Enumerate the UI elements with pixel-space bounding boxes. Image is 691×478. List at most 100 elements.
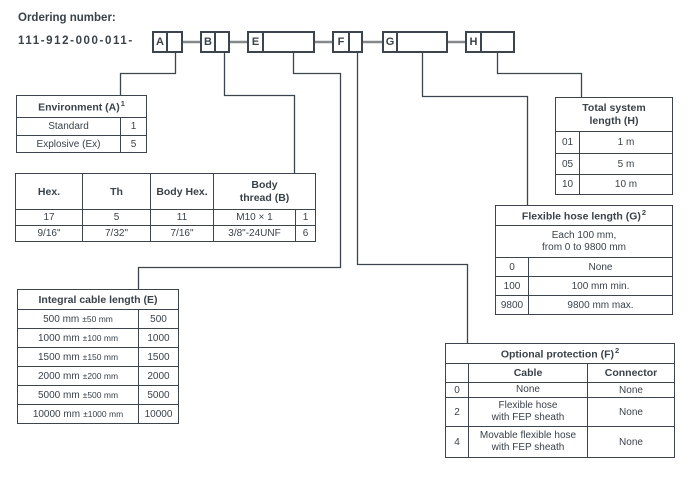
table-title-text: Flexible hose length (G) bbox=[521, 210, 641, 223]
code-box-a: A bbox=[152, 31, 183, 53]
system-length-title: Total system length (H) bbox=[554, 97, 674, 132]
cell: None bbox=[587, 382, 675, 398]
cell: 0 bbox=[445, 382, 469, 398]
box-letter-f: F bbox=[334, 33, 350, 51]
cell: 9/16" bbox=[15, 225, 83, 242]
length-value: 500 mm bbox=[43, 313, 80, 325]
tolerance-value: ±200 mm bbox=[82, 370, 119, 381]
table-row: 1500 mm±150 mm 1500 bbox=[17, 347, 179, 367]
header-cell bbox=[445, 363, 469, 383]
box-value-b bbox=[216, 33, 228, 51]
table-row: 01 1 m bbox=[555, 131, 674, 154]
table-row: 0 None bbox=[495, 257, 673, 277]
header-cell: Body thread (B) bbox=[213, 173, 316, 210]
cell: 5000 mm±500 mm bbox=[17, 385, 139, 405]
cell: 01 bbox=[555, 131, 580, 154]
cell: 10000 mm±1000 mm bbox=[17, 404, 139, 424]
cell: 100 bbox=[495, 276, 529, 296]
header-cell: Body Hex. bbox=[150, 173, 214, 210]
header-cell: Th bbox=[82, 173, 151, 210]
body-thread-table: Hex. Th Body Hex. Body thread (B) 17 5 1… bbox=[15, 173, 316, 242]
cell: None bbox=[468, 382, 588, 398]
cell: 2 bbox=[445, 397, 469, 427]
length-value: 2000 mm bbox=[37, 370, 80, 382]
tolerance-value: ±500 mm bbox=[82, 389, 119, 400]
cell: 6 bbox=[295, 225, 316, 242]
code-box-g: G bbox=[382, 31, 448, 53]
cell: None bbox=[528, 257, 673, 277]
environment-table-title: Environment (A)1 bbox=[16, 95, 147, 118]
table-row: 0 None None bbox=[445, 382, 675, 398]
table-header-row: Integral cable length (E) bbox=[17, 289, 179, 310]
box-value-e bbox=[264, 33, 313, 51]
box-letter-g: G bbox=[384, 33, 398, 51]
box-value-g bbox=[398, 33, 446, 51]
cell: 9800 mm max. bbox=[528, 295, 673, 315]
cell: Flexible hose with FEP sheath bbox=[468, 397, 588, 427]
box-value-f bbox=[350, 33, 361, 51]
hose-range-note: Each 100 mm, from 0 to 9800 mm bbox=[495, 225, 673, 258]
cell: 7/32" bbox=[82, 225, 151, 242]
code-box-f: F bbox=[332, 31, 363, 53]
table-row: Explosive (Ex) 5 bbox=[16, 135, 147, 153]
cell: 10000 bbox=[138, 404, 179, 424]
cell: 17 bbox=[15, 209, 83, 226]
cell: M10 × 1 bbox=[213, 209, 296, 226]
length-value: 5000 mm bbox=[37, 389, 80, 401]
cell: 3/8"-24UNF bbox=[213, 225, 296, 242]
cell: 1500 bbox=[138, 347, 179, 367]
cell: 7/16" bbox=[150, 225, 214, 242]
table-title-text: Optional protection (F) bbox=[500, 348, 614, 361]
cell: 1 m bbox=[578, 131, 674, 154]
protection-table: Optional protection (F)2 Cable Connector… bbox=[445, 343, 675, 458]
table-row: 4 Movable flexible hose with FEP sheath … bbox=[445, 426, 675, 458]
cell: Movable flexible hose with FEP sheath bbox=[468, 426, 588, 458]
header-cell: Cable bbox=[468, 363, 588, 383]
hose-table-title: Flexible hose length (G)2 bbox=[495, 205, 673, 226]
table-header-row: Flexible hose length (G)2 bbox=[495, 205, 673, 226]
cable-table-title: Integral cable length (E) bbox=[17, 289, 179, 310]
footnote-sup: 2 bbox=[614, 346, 620, 356]
tolerance-value: ±150 mm bbox=[82, 351, 119, 362]
ordering-number: 111-912-000-011- bbox=[18, 35, 134, 47]
table-row: 100 100 mm min. bbox=[495, 276, 673, 296]
table-subheader-row: Cable Connector bbox=[445, 363, 675, 383]
table-row: 9800 9800 mm max. bbox=[495, 295, 673, 315]
box-value-h bbox=[482, 33, 513, 51]
environment-table: Environment (A)1 Standard 1 Explosive (E… bbox=[16, 95, 147, 153]
box-letter-e: E bbox=[249, 33, 264, 51]
system-length-table: Total system length (H) 01 1 m 05 5 m 10… bbox=[554, 97, 674, 195]
tolerance-value: ±100 mm bbox=[82, 332, 119, 343]
length-value: 1000 mm bbox=[37, 332, 80, 344]
cell: 2000 bbox=[138, 366, 179, 386]
page-title: Ordering number: bbox=[18, 12, 116, 24]
cell: 1500 mm±150 mm bbox=[17, 347, 139, 367]
cell: 5000 bbox=[138, 385, 179, 405]
cell: 500 mm±50 mm bbox=[17, 309, 139, 329]
cell: None bbox=[587, 426, 675, 458]
header-cell: Connector bbox=[587, 363, 675, 383]
cable-length-table: Integral cable length (E) 500 mm±50 mm 5… bbox=[17, 289, 179, 424]
footnote-sup: 1 bbox=[120, 99, 125, 109]
box-letter-h: H bbox=[467, 33, 482, 51]
cell: 500 bbox=[138, 309, 179, 329]
footnote-sup: 2 bbox=[641, 208, 647, 218]
table-row: 10000 mm±1000 mm 10000 bbox=[17, 404, 179, 424]
table-row: 2000 mm±200 mm 2000 bbox=[17, 366, 179, 386]
table-title-text: Environment (A) bbox=[38, 101, 120, 114]
code-box-e: E bbox=[247, 31, 315, 53]
cell: 100 mm min. bbox=[528, 276, 673, 296]
table-row: 10 10 m bbox=[555, 174, 674, 195]
cell: 5 bbox=[120, 135, 147, 153]
table-header-row: Environment (A)1 bbox=[16, 95, 147, 118]
cell: 0 bbox=[495, 257, 529, 277]
code-box-b: B bbox=[200, 31, 230, 53]
table-row: 500 mm±50 mm 500 bbox=[17, 309, 179, 329]
length-value: 10000 mm bbox=[32, 408, 81, 420]
cell: None bbox=[587, 397, 675, 427]
box-value-a bbox=[168, 33, 181, 51]
table-row: Standard 1 bbox=[16, 117, 147, 136]
cell: Explosive (Ex) bbox=[16, 135, 121, 153]
tolerance-value: ±50 mm bbox=[82, 313, 113, 324]
